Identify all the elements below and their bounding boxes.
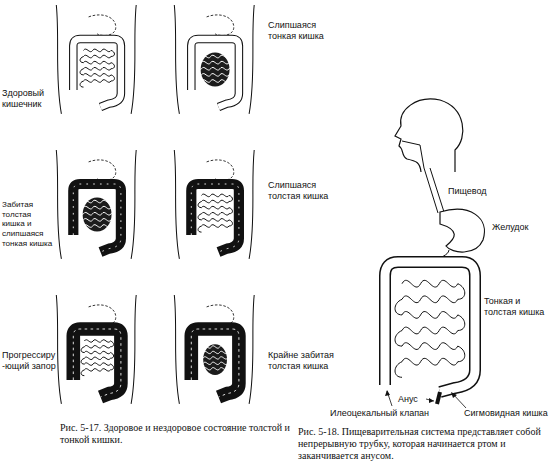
drawing-part	[73, 184, 121, 252]
drawing-part	[395, 99, 463, 172]
extreme-panel	[174, 295, 254, 404]
drawing-part	[73, 39, 121, 107]
drawing-part	[80, 49, 114, 87]
drawing-part	[451, 392, 457, 398]
drawing-part	[191, 39, 239, 107]
panel-label: Забитая толстая кишка и слипшаяся тонкая…	[2, 200, 54, 249]
drawing-part	[430, 168, 444, 212]
panel-label: Слипшаяся толстая кишка	[268, 180, 340, 202]
part-label: Илеоцекальный клапан	[330, 408, 440, 419]
drawing-part	[73, 329, 121, 397]
drawing-part	[198, 49, 232, 87]
figure-caption: Рис. 5-18. Пищеварительная система предс…	[298, 426, 546, 462]
drawing-part	[80, 194, 114, 232]
drawing-part	[56, 150, 136, 259]
drawing-part	[198, 194, 232, 232]
drawing-part	[203, 344, 227, 375]
part-label: Желудок	[492, 222, 544, 233]
drawing-part	[385, 262, 475, 392]
drawing-part	[200, 340, 231, 374]
drawing-part	[198, 194, 232, 232]
drawing-part	[198, 49, 232, 87]
digestive-tract	[385, 99, 484, 408]
part-label: Сигмовидная кишка	[464, 408, 548, 419]
panel-label: Прогрессиру-ющий запор	[2, 350, 56, 372]
sticky-colon-panel	[174, 150, 254, 259]
drawing-part	[452, 393, 466, 408]
drawing-part	[429, 398, 434, 403]
drawing-part	[395, 280, 465, 377]
drawing-part	[56, 5, 136, 114]
drawing-part	[81, 340, 114, 376]
drawing-part	[174, 5, 254, 114]
drawing-part	[81, 340, 114, 376]
drawing-part	[80, 49, 114, 87]
panel-label: Здоровый кишечник	[2, 88, 54, 110]
panel-label: Крайне забитая толстая кишка	[268, 350, 340, 372]
figure-caption: Рис. 5-17. Здоровое и нездоровое состоян…	[60, 422, 290, 446]
part-label: Пищевод	[448, 186, 498, 197]
drawing-part	[174, 150, 254, 259]
sticky-small-panel	[174, 5, 254, 114]
drawing-part	[174, 295, 254, 404]
drawing-part	[385, 262, 475, 392]
drawing-part	[385, 390, 390, 396]
healthy-panel	[56, 5, 136, 114]
drawing-part	[395, 280, 465, 377]
drawing-part	[191, 329, 239, 397]
panel-label: Слипшаяся тонкая кишка	[268, 20, 340, 42]
drawing-part	[437, 392, 440, 404]
drawing-part	[191, 184, 239, 252]
part-label: Анус	[398, 394, 426, 405]
constipation-panel	[56, 295, 136, 404]
drawing-part	[440, 209, 484, 252]
drawing-part	[56, 295, 136, 404]
drawing-part	[200, 340, 231, 374]
part-label: Тонкая и толстая кишка	[484, 296, 546, 318]
clogged-panel	[56, 150, 136, 259]
drawing-part	[80, 194, 114, 232]
